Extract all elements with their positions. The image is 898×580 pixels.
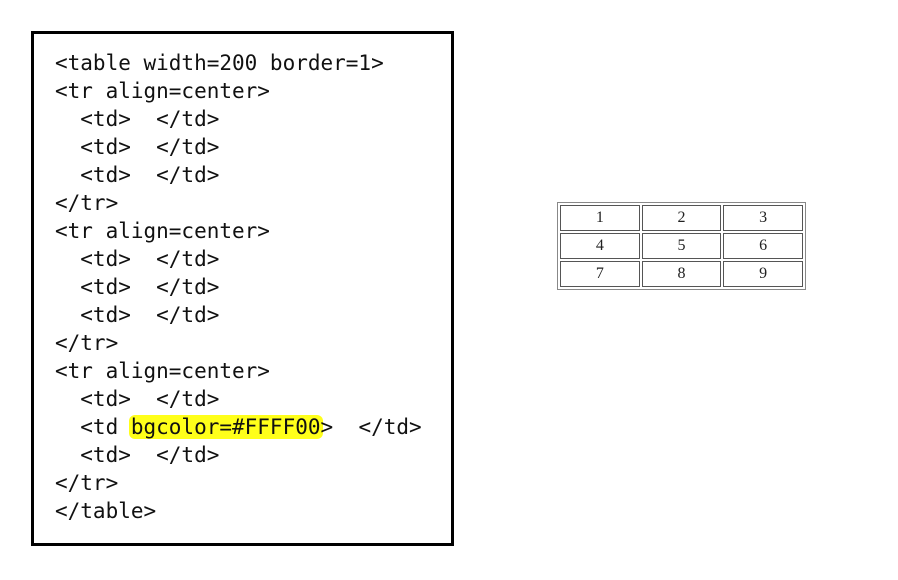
code-line: </tr>: [55, 329, 422, 357]
table-cell: 8: [641, 261, 722, 287]
code-line: <td> </td>: [55, 441, 422, 469]
code-text: <td> </td>: [55, 163, 220, 187]
code-text: <td> </td>: [55, 303, 220, 327]
code-text: </table>: [55, 499, 157, 523]
code-line: <table width=200 border=1>: [55, 49, 422, 77]
code-line: </tr>: [55, 189, 422, 217]
code-text: <tr align=center>: [55, 359, 270, 383]
code-line: <td bgcolor=#FFFF00> </td>: [55, 413, 422, 441]
code-text: <td: [55, 415, 131, 439]
code-text: <tr align=center>: [55, 219, 270, 243]
code-text: <td> </td>: [55, 107, 220, 131]
code-text: <table width=200 border=1>: [55, 51, 384, 75]
code-line: <td> </td>: [55, 161, 422, 189]
code-example-box: <table width=200 border=1> <tr align=cent…: [31, 31, 454, 546]
code-line: <td> </td>: [55, 245, 422, 273]
code-text: <td> </td>: [55, 247, 220, 271]
table-cell: 7: [560, 261, 640, 287]
code-line: <tr align=center>: [55, 77, 422, 105]
code-line: </table>: [55, 497, 422, 525]
code-text: > </td>: [320, 415, 422, 439]
table-cell: 4: [560, 233, 640, 259]
code-text: </tr>: [55, 191, 119, 215]
code-line: </tr>: [55, 469, 422, 497]
highlighted-attribute: bgcolor=#FFFF00: [128, 415, 323, 439]
code-text: <td> </td>: [55, 387, 220, 411]
code-line: <tr align=center>: [55, 357, 422, 385]
code-text: <td> </td>: [55, 135, 220, 159]
html-code-listing: <table width=200 border=1> <tr align=cent…: [55, 49, 422, 525]
code-line: <tr align=center>: [55, 217, 422, 245]
code-line: <td> </td>: [55, 133, 422, 161]
code-line: <td> </td>: [55, 273, 422, 301]
table-cell: 2: [641, 205, 722, 231]
code-line: <td> </td>: [55, 385, 422, 413]
code-text: <td> </td>: [55, 275, 220, 299]
table-cell: 9: [723, 261, 803, 287]
code-text: </tr>: [55, 331, 119, 355]
table-cell: 1: [560, 205, 640, 231]
code-text: </tr>: [55, 471, 119, 495]
code-line: <td> </td>: [55, 105, 422, 133]
table-cell: 5: [641, 233, 722, 259]
code-text: <td> </td>: [55, 443, 220, 467]
code-text: <tr align=center>: [55, 79, 270, 103]
code-line: <td> </td>: [55, 301, 422, 329]
table-cell: 3: [723, 205, 803, 231]
table-cell: 6: [723, 233, 803, 259]
